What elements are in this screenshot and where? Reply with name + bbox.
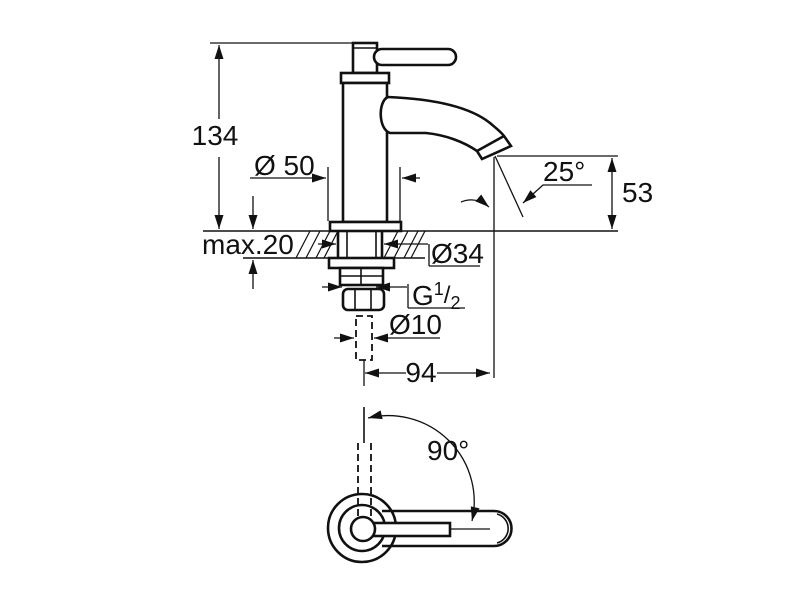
lever-bar-top <box>370 521 452 538</box>
dimension-base-diameter: Ø 50 <box>250 150 420 221</box>
label-height-134: 134 <box>192 120 239 151</box>
mounting-nut <box>341 287 386 312</box>
cartridge-cap-top <box>349 515 377 543</box>
dimension-shank-diameter: Ø34 <box>318 238 484 269</box>
spout <box>379 95 513 161</box>
dimension-pipe-diameter: Ø10 <box>334 309 442 343</box>
flow-direction-arrow <box>460 194 490 208</box>
dimension-outlet-height: 53 <box>607 158 653 229</box>
supply-pipe-hidden <box>355 315 373 361</box>
top-view: 90° <box>326 407 513 564</box>
label-deck-thickness: max.20 <box>202 229 294 260</box>
spout-angle-line <box>494 155 524 218</box>
spout-outlet-rim-line <box>476 134 505 153</box>
label-pipe-diameter: Ø10 <box>389 309 442 340</box>
label-handle-swing: 90° <box>427 435 469 466</box>
dimension-spout-angle: 25° <box>522 156 592 204</box>
label-thread: G1/2 <box>412 279 460 313</box>
washer-plate <box>327 256 396 270</box>
faucet-body <box>341 81 389 224</box>
base-flange <box>328 220 403 233</box>
supply-pipe-hidden-top <box>357 443 372 519</box>
body-collar <box>339 71 391 85</box>
label-shank-diameter: Ø34 <box>431 238 484 269</box>
label-spout-angle: 25° <box>543 156 585 187</box>
lever-handle <box>372 47 458 67</box>
label-outlet-height: 53 <box>622 177 653 208</box>
dimension-deck-thickness: max.20 <box>202 196 294 289</box>
dimension-spout-reach: 94 <box>365 357 490 388</box>
handle-end-highlight <box>496 513 509 544</box>
front-view: 134 <box>192 41 653 388</box>
handle-outline-top <box>382 509 513 548</box>
faucet-shank <box>336 231 384 258</box>
label-base-diameter: Ø 50 <box>254 150 315 181</box>
faucet-body-group <box>328 41 513 233</box>
dimension-thread: G1/2 <box>322 279 465 313</box>
connector-body <box>338 266 385 287</box>
dimension-handle-swing: 90° <box>367 410 480 522</box>
label-spout-reach: 94 <box>405 357 436 388</box>
dimension-height-134: 134 <box>192 45 239 229</box>
